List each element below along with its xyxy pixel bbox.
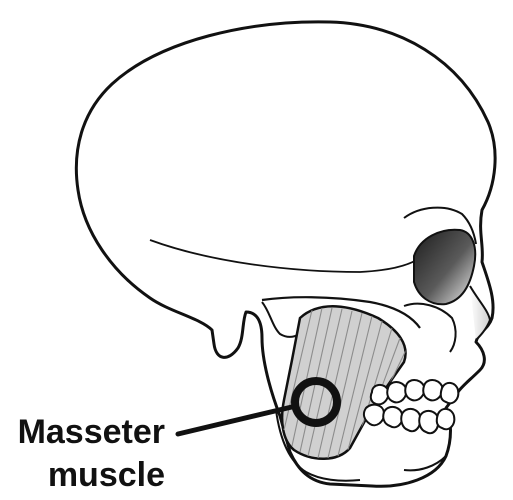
label-line-2: muscle — [0, 456, 165, 494]
label-line-1: Masseter — [0, 413, 165, 451]
